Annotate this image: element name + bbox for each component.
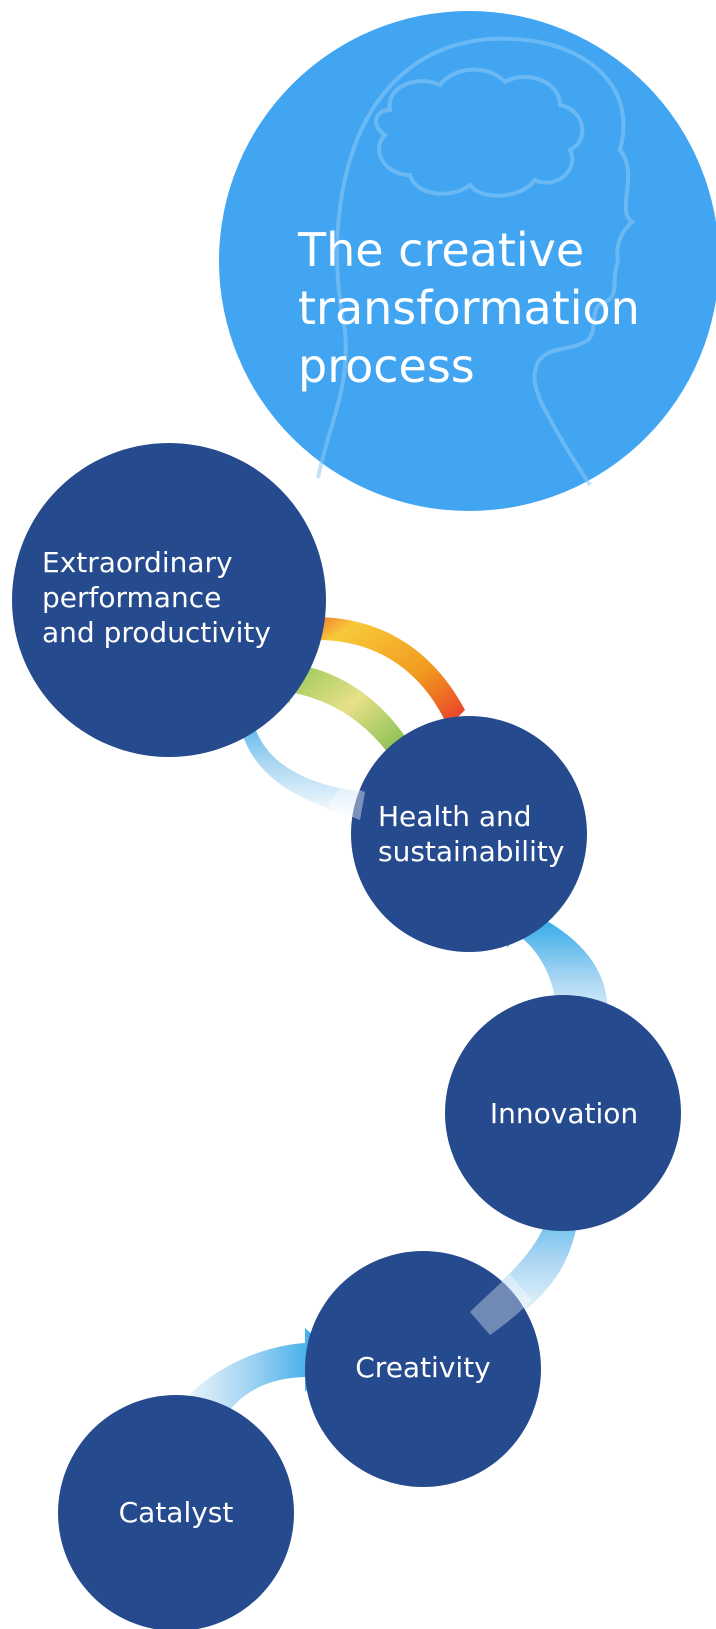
node-label-line: performance	[42, 581, 221, 614]
node-label: Creativity	[355, 1351, 491, 1384]
diagram-title: The creative transformation process	[297, 223, 654, 393]
node-catalyst: Catalyst	[58, 1395, 294, 1629]
arrow-green	[270, 652, 415, 770]
title-line: process	[298, 339, 475, 393]
node-label-line: sustainability	[378, 835, 564, 868]
title-line: transformation	[298, 281, 640, 335]
title-line: The creative	[297, 223, 584, 277]
node-label: Innovation	[490, 1097, 638, 1130]
node-creativity: Creativity	[305, 1251, 541, 1487]
node-label: Health and sustainability	[378, 800, 564, 868]
node-health: Health and sustainability	[351, 716, 587, 952]
node-label: Extraordinary performance and productivi…	[42, 546, 271, 649]
node-label: Catalyst	[119, 1496, 234, 1529]
title-circle: The creative transformation process	[219, 11, 716, 511]
head-silhouette-icon	[316, 36, 636, 487]
node-label-line: Health and	[378, 800, 532, 833]
arrow-overlay-creativity	[470, 1274, 532, 1335]
arrow-overlay-health	[327, 782, 365, 820]
node-label-line: Extraordinary	[42, 546, 233, 579]
arrow-health-to-performance	[226, 690, 365, 820]
arrow-orange	[292, 606, 465, 727]
node-extraordinary: Extraordinary performance and productivi…	[12, 443, 326, 757]
node-innovation: Innovation	[445, 995, 681, 1231]
node-label-line: and productivity	[42, 616, 271, 649]
